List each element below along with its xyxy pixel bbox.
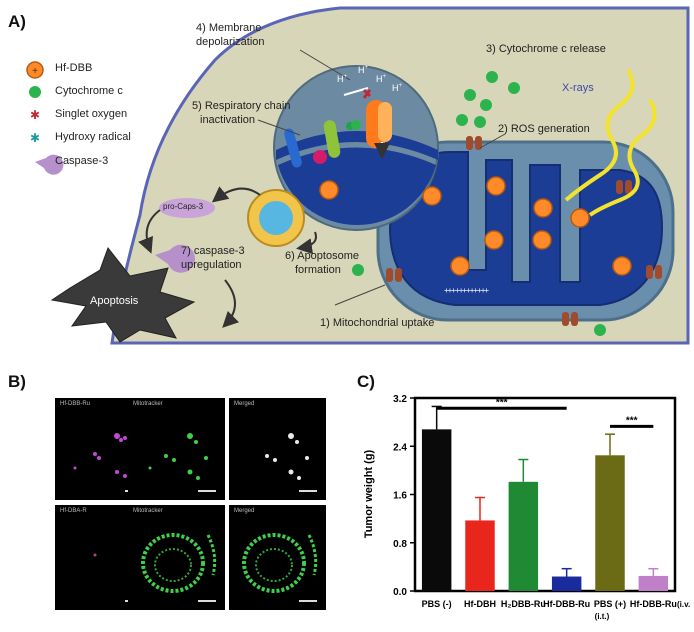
y-tick-label: 1.6	[393, 491, 407, 502]
tumor-weight-chart: Tumor weight (g) 0.0 0.8 1.6 2.4 3.2 PBS (-)…	[363, 394, 690, 621]
pro-caps-label: pro-Caps-3	[163, 202, 204, 211]
legend-label: Caspase-3	[55, 155, 109, 167]
plus-row: ++++++++++++	[444, 286, 489, 295]
step-4-label: 4) Membrane	[196, 22, 262, 34]
legend-label: Hydroxy radical	[55, 131, 131, 143]
pathway-arrows	[138, 186, 317, 328]
step-2-label: 2) ROS generation	[498, 123, 590, 135]
h-ion: H+	[337, 74, 348, 84]
micro-tile-green: Mitotracker	[128, 398, 225, 500]
step-5-label-2: inactivation	[200, 114, 256, 126]
micro-tile-merged-2: Merged	[229, 505, 326, 610]
cytochrome-dots	[351, 71, 606, 336]
y-tick-label: 0.0	[393, 587, 407, 598]
x-tick-label: PBS (+)	[594, 599, 626, 609]
apoptosis-cell	[50, 246, 196, 343]
significance-label: ***	[496, 397, 508, 408]
step-3-label: 3) Cytochrome c release	[486, 43, 606, 55]
step-1-label: 1) Mitochondrial uptake	[320, 317, 435, 329]
caspase-shape	[155, 244, 195, 273]
panel-c-letter: C)	[357, 372, 375, 391]
legend-label: Singlet oxygen	[55, 108, 128, 120]
svg-text:+: +	[32, 66, 38, 77]
x-tick-label: H₂DBB-Ru	[501, 599, 546, 609]
bar	[421, 429, 452, 591]
zoom-inset	[273, 65, 439, 231]
mechanism-diagram: + ✱ ✱	[26, 6, 690, 345]
xrays-label: X-rays	[562, 82, 594, 94]
legend-label: Hf-DBB	[55, 62, 93, 74]
step-5-label: 5) Respiratory chain	[192, 100, 291, 112]
y-tick-label: 3.2	[393, 394, 407, 405]
x-tick-label: PBS (-)	[422, 599, 452, 609]
pointer-lines	[257, 49, 506, 306]
step-7-label-2: upregulation	[181, 259, 242, 271]
y-axis-label: Tumor weight (g)	[363, 449, 375, 538]
x-tick-suffix: (i.t.)	[595, 612, 610, 621]
h-ion: H+	[376, 74, 387, 84]
y-tick-label: 0.8	[393, 539, 407, 550]
svg-text:✱: ✱	[30, 131, 40, 145]
step-6-label-2: formation	[295, 264, 341, 276]
legend-icons: + ✱ ✱	[26, 61, 64, 175]
svg-text:✱: ✱	[30, 108, 40, 122]
h-ion: H+	[358, 65, 369, 75]
micro-tile-merged: Merged	[229, 398, 326, 500]
significance-label: ***	[626, 415, 638, 426]
micro-tile-green-2: Mitotracker	[128, 505, 225, 610]
bar	[638, 575, 669, 591]
panel-a-letter: A)	[8, 12, 26, 31]
x-tick-label: Hf-DBB-Ru	[630, 599, 677, 609]
h-ion: H+	[392, 83, 403, 93]
step-6-label: 6) Apoptosome	[285, 250, 359, 262]
apoptosome	[247, 189, 305, 247]
nanoparticles	[319, 176, 632, 276]
apoptosis-label: Apoptosis	[90, 295, 139, 307]
membrane-channels	[386, 136, 662, 326]
pro-caps-shape	[159, 198, 215, 218]
y-tick-label: 2.4	[393, 442, 407, 453]
bar	[595, 455, 625, 591]
bar	[465, 520, 495, 591]
x-tick-suffix: (i.v.)	[677, 600, 690, 609]
x-tick-label: Hf-DBH	[464, 599, 496, 609]
step-4-label-2: depolarization	[196, 36, 265, 48]
legend-label: Cytochrome c	[55, 85, 123, 97]
x-tick-label: Hf-DBB-Ru	[543, 599, 590, 609]
step-7-label: 7) caspase-3	[181, 245, 245, 257]
panel-b-letter: B)	[8, 372, 26, 391]
bar	[508, 481, 539, 591]
bar	[551, 576, 582, 591]
xray-squiggles	[564, 68, 657, 217]
